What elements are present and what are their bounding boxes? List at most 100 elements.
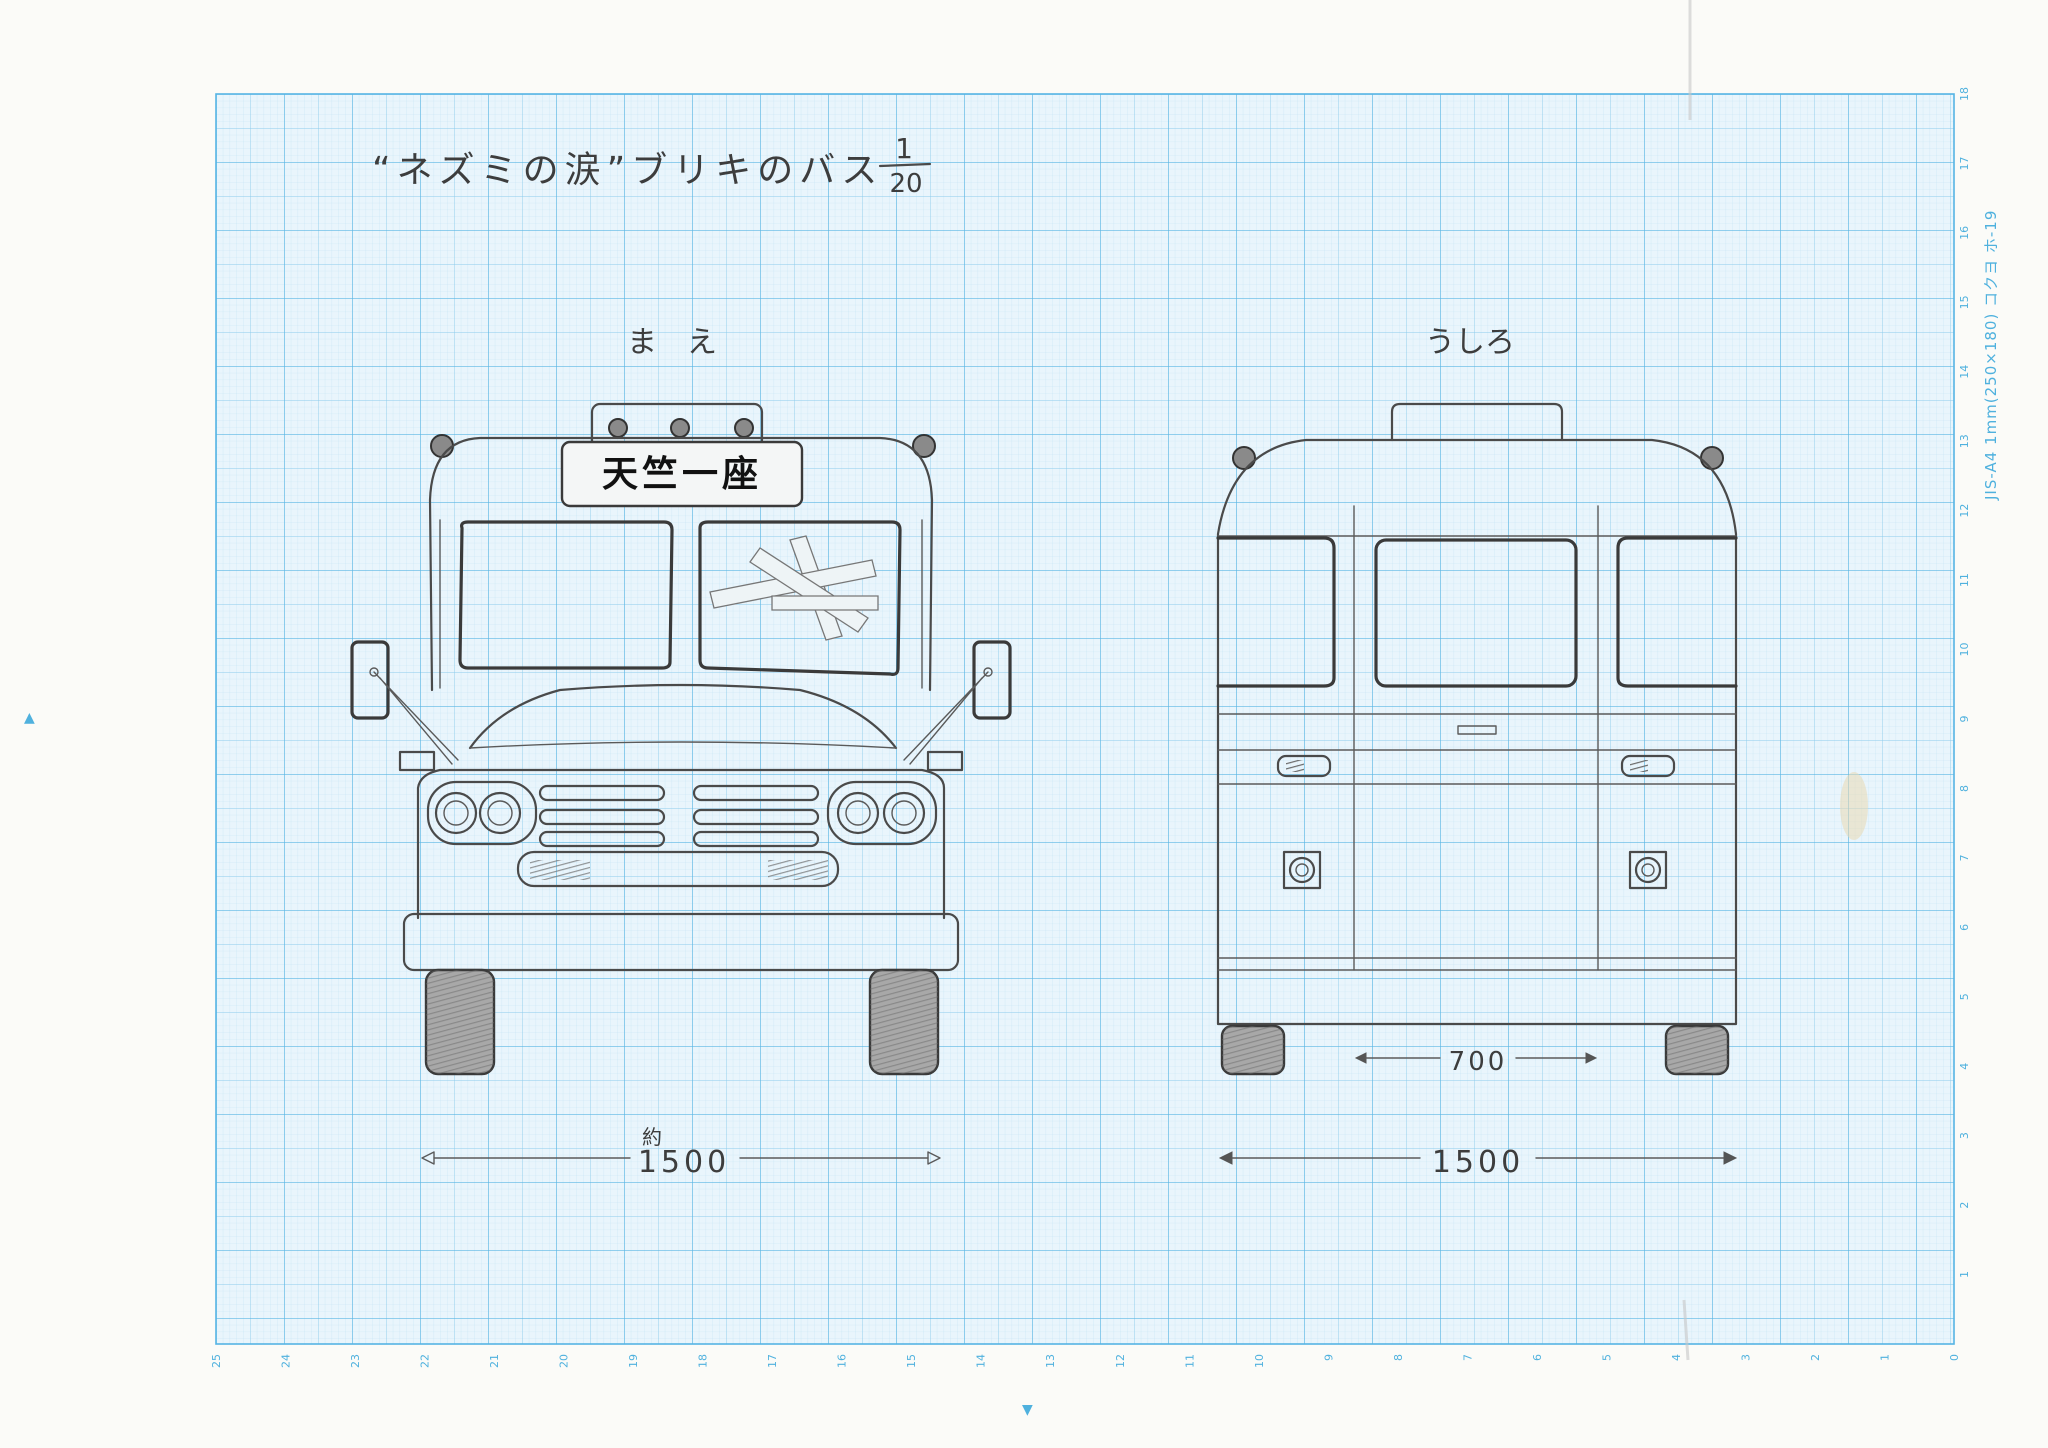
right-scale-label: 12	[1958, 504, 1971, 518]
destination-sign-text: 天竺一座	[602, 454, 762, 495]
bottom-scale-label: 23	[349, 1354, 362, 1368]
bottom-scale-label: 6	[1531, 1354, 1544, 1361]
left-headlight-housing	[426, 780, 538, 846]
rear-track-dimension: 700	[1354, 1047, 1598, 1077]
bottom-scale-label: 10	[1253, 1354, 1266, 1368]
bottom-scale-label: 17	[766, 1354, 779, 1368]
title-text: “ネズミの涙”ブリキのバス	[372, 150, 883, 191]
bottom-scale-label: 2	[1809, 1354, 1822, 1361]
scale-denominator: 20	[889, 169, 922, 199]
roof-light-icon	[734, 418, 754, 438]
roof-light-icon	[670, 418, 690, 438]
bus-body-outline	[428, 436, 934, 692]
corner-light-icon	[430, 434, 454, 458]
bottom-scale-label: 5	[1600, 1354, 1613, 1361]
front-width-dimension: 約 1500	[421, 1125, 941, 1180]
front-dimension-value: 1500	[638, 1145, 730, 1180]
rear-right-tail-light	[1620, 754, 1676, 778]
drawing-title: “ネズミの涙”ブリキのバス 1 20	[372, 132, 932, 199]
scale-fraction-bar	[878, 162, 932, 168]
bus-front-view: 天竺一座	[350, 402, 1012, 1180]
right-scale-label: 11	[1958, 573, 1971, 587]
rear-center-window	[1374, 538, 1578, 688]
right-scale-label: 3	[1958, 1132, 1971, 1139]
scale-numerator: 1	[895, 132, 913, 165]
front-view-label: ま え	[627, 325, 717, 360]
headlight-icon	[478, 791, 522, 835]
rear-body-outline	[1216, 438, 1738, 1026]
bottom-scale-label: 20	[558, 1354, 571, 1368]
rear-door-handle	[1457, 725, 1497, 735]
right-scale-label: 17	[1958, 156, 1971, 170]
front-dimension-prefix: 約	[642, 1125, 662, 1149]
right-scale-label: 16	[1958, 226, 1971, 240]
rear-left-tail-light	[1276, 754, 1332, 778]
rear-width-dimension: 1500	[1218, 1145, 1738, 1180]
right-scale-label: 13	[1958, 434, 1971, 448]
bottom-scale-label: 14	[975, 1354, 988, 1368]
right-scale-label: 4	[1958, 1063, 1971, 1070]
left-indicator	[398, 750, 436, 772]
rear-roof-box	[1390, 402, 1564, 442]
headlight-icon	[434, 791, 478, 835]
right-scale-label: 15	[1958, 295, 1971, 309]
bottom-scale-label: 8	[1392, 1354, 1405, 1361]
paper-stain	[1840, 772, 1868, 840]
headlight-icon	[836, 791, 880, 835]
right-indicator	[926, 750, 964, 772]
bus-rear-view: 700 1500	[1216, 402, 1738, 1180]
left-mirror	[350, 640, 390, 720]
bottom-scale-label: 18	[697, 1354, 710, 1368]
front-grille-panel	[416, 768, 946, 920]
right-scale-label: 10	[1958, 643, 1971, 657]
left-margin-mark: ▲	[24, 710, 35, 726]
right-scale-label: 8	[1958, 785, 1971, 792]
right-scale-label: 18	[1958, 87, 1971, 101]
headlight-icon	[882, 791, 926, 835]
rear-right-reflector	[1628, 850, 1668, 890]
rear-outer-dimension-value: 1500	[1432, 1145, 1524, 1180]
bottom-scale-label: 9	[1322, 1354, 1335, 1361]
bottom-scale-label: 24	[280, 1354, 293, 1368]
bottom-scale-label: 13	[1044, 1354, 1057, 1368]
right-scale: 18 17 16 15 14 13 12 11 10 9 8 7 6 5 4 3 2 1	[1958, 87, 1971, 1278]
bottom-scale-label: 22	[419, 1354, 432, 1368]
bottom-scale-label: 15	[905, 1354, 918, 1368]
rear-left-window	[1216, 536, 1336, 688]
corner-light-icon	[1232, 446, 1256, 470]
right-headlight-housing	[826, 780, 938, 846]
roof-light-icon	[608, 418, 628, 438]
right-scale-label: 1	[1958, 1271, 1971, 1278]
bottom-scale-label: 25	[210, 1354, 223, 1368]
corner-light-icon	[912, 434, 936, 458]
bottom-scale-label: 21	[488, 1354, 501, 1368]
bottom-scale-label: 19	[627, 1354, 640, 1368]
right-scale-label: 9	[1958, 716, 1971, 723]
bottom-scale-label: 11	[1183, 1354, 1196, 1368]
left-windshield	[458, 520, 674, 670]
bottom-scale-label: 1	[1878, 1354, 1891, 1361]
rear-view-label: うしろ	[1425, 325, 1515, 360]
bottom-scale-label: 7	[1461, 1354, 1474, 1361]
right-windshield	[698, 520, 902, 676]
right-scale-label: 7	[1958, 854, 1971, 861]
right-scale-label: 2	[1958, 1202, 1971, 1209]
right-mirror	[972, 640, 1012, 720]
right-scale-label: 5	[1958, 993, 1971, 1000]
destination-sign	[560, 440, 804, 508]
bottom-scale-label: 16	[836, 1354, 849, 1368]
bottom-scale-label: 4	[1670, 1354, 1683, 1361]
rear-left-reflector	[1282, 850, 1322, 890]
corner-light-icon	[1700, 446, 1724, 470]
hood-line	[468, 683, 898, 750]
paper-margin-text: JIS-A4 1mm(250×180) コクヨ ホ-19	[1982, 210, 2000, 501]
grille	[516, 784, 840, 888]
bottom-scale-label: 0	[1948, 1354, 1961, 1361]
bottom-scale-label: 3	[1739, 1354, 1752, 1361]
front-bumper	[402, 912, 960, 972]
right-scale-label: 14	[1958, 365, 1971, 379]
right-scale-label: 6	[1958, 924, 1971, 931]
bottom-scale-label: 12	[1114, 1354, 1127, 1368]
